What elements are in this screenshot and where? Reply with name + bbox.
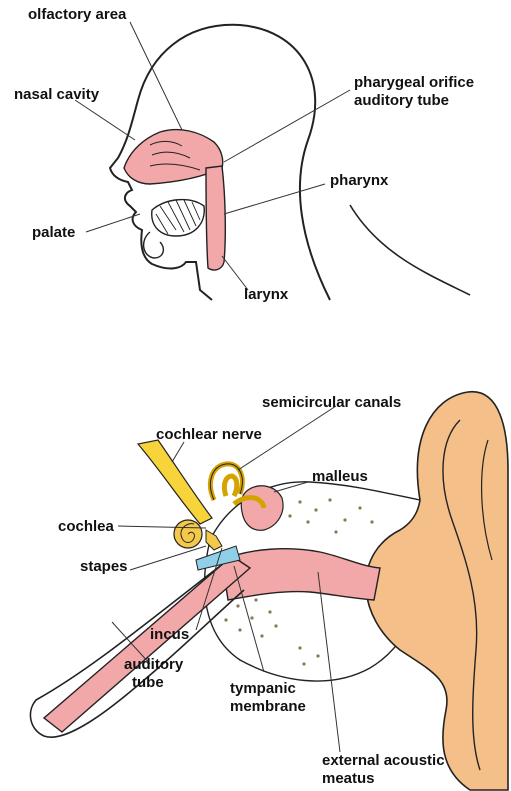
label-auditory-tube: auditory tube (124, 656, 183, 692)
auditory-tube-shape (44, 556, 250, 732)
label-tympanic-membrane-line2: membrane (230, 698, 306, 716)
label-stapes: stapes (80, 558, 128, 575)
auricle-shape (366, 392, 508, 790)
label-auditory-tube-line1: auditory (124, 656, 183, 674)
label-tympanic-membrane: tympanic membrane (230, 680, 306, 716)
label-tympanic-membrane-line1: tympanic (230, 680, 306, 698)
label-pharyngeal-orifice-line2: auditory tube (354, 92, 474, 110)
label-cochlear-nerve: cochlear nerve (156, 426, 262, 443)
label-pharyngeal-orifice: pharygeal orifice auditory tube (354, 74, 474, 110)
label-larynx: larynx (244, 286, 288, 303)
label-incus: incus (150, 626, 189, 643)
label-external-acoustic-meatus: external acoustic meatus (322, 752, 445, 788)
label-malleus: malleus (312, 468, 368, 485)
label-auditory-tube-line2: tube (124, 674, 183, 692)
label-external-acoustic-meatus-line1: external acoustic (322, 752, 445, 770)
label-semicircular-canals: semicircular canals (262, 394, 401, 411)
label-cochlea: cochlea (58, 518, 114, 535)
label-palate: palate (32, 224, 75, 241)
label-olfactory-area: olfactory area (28, 6, 126, 23)
cochlear-nerve-shape (138, 440, 212, 524)
label-pharynx: pharynx (330, 172, 388, 189)
label-pharyngeal-orifice-line1: pharygeal orifice (354, 74, 474, 92)
label-nasal-cavity: nasal cavity (14, 86, 99, 103)
label-external-acoustic-meatus-line2: meatus (322, 770, 445, 788)
